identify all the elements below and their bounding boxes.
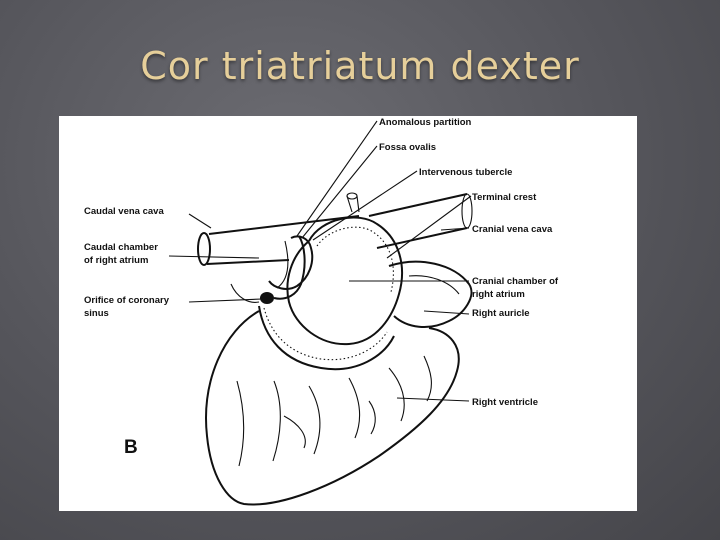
label-cranial-chamber-line1: Cranial chamber of	[472, 276, 559, 287]
label-caudal-vena-cava: Caudal vena cava	[84, 206, 164, 217]
cranial-vena-cava	[368, 193, 468, 249]
label-anomalous-partition: Anomalous partition	[379, 117, 472, 128]
panel-letter: B	[124, 437, 138, 458]
label-intervenous-tubercle: Intervenous tubercle	[419, 167, 512, 178]
right-ventricle-outline	[205, 310, 460, 506]
label-caudal-chamber-line1: Caudal chamber	[84, 242, 158, 253]
label-cranial-vena-cava: Cranial vena cava	[472, 224, 553, 235]
label-coronary-sinus-line2: sinus	[84, 308, 109, 319]
label-cranial-chamber-line2: right atrium	[472, 289, 525, 300]
right-auricle-outline	[388, 260, 473, 328]
anomalous-partition	[273, 235, 306, 300]
coronary-sinus-orifice	[260, 292, 274, 304]
label-right-auricle: Right auricle	[472, 308, 530, 319]
caudal-vena-cava	[206, 215, 360, 265]
label-right-ventricle: Right ventricle	[472, 397, 538, 408]
cranial-chamber	[286, 216, 403, 346]
slide-title: Cor triatriatum dexter	[140, 44, 580, 88]
caudal-chamber	[268, 235, 314, 290]
coronary-groove	[258, 305, 395, 371]
heart-diagram: Anomalous partition Fossa ovalis Interve…	[84, 117, 559, 506]
label-fossa-ovalis: Fossa ovalis	[379, 142, 436, 153]
label-caudal-chamber-line2: of right atrium	[84, 255, 148, 266]
label-coronary-sinus-line1: Orifice of coronary	[84, 295, 170, 306]
heart-diagram-panel: Anomalous partition Fossa ovalis Interve…	[59, 116, 637, 511]
label-terminal-crest: Terminal crest	[472, 192, 537, 203]
